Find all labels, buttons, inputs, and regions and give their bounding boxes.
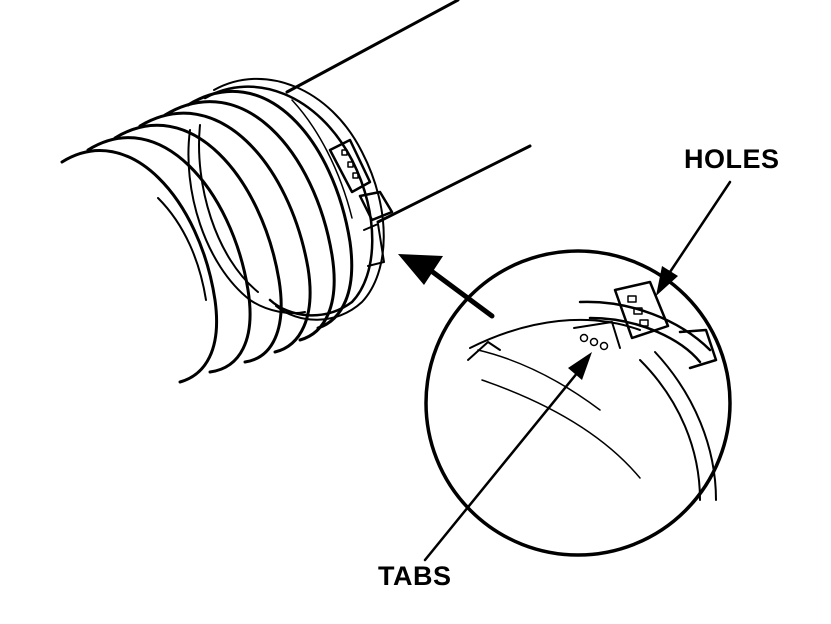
detail-arrow: [398, 254, 495, 319]
corrugated-hose: [60, 90, 354, 384]
leader-holes: [656, 180, 732, 296]
tabs-label: TABS: [378, 561, 452, 591]
detail-magnifier: [424, 249, 732, 557]
tube: [285, 0, 532, 224]
hose-clamp: [187, 77, 394, 321]
holes-label: HOLES: [684, 144, 780, 174]
leader-tabs: [423, 352, 592, 562]
